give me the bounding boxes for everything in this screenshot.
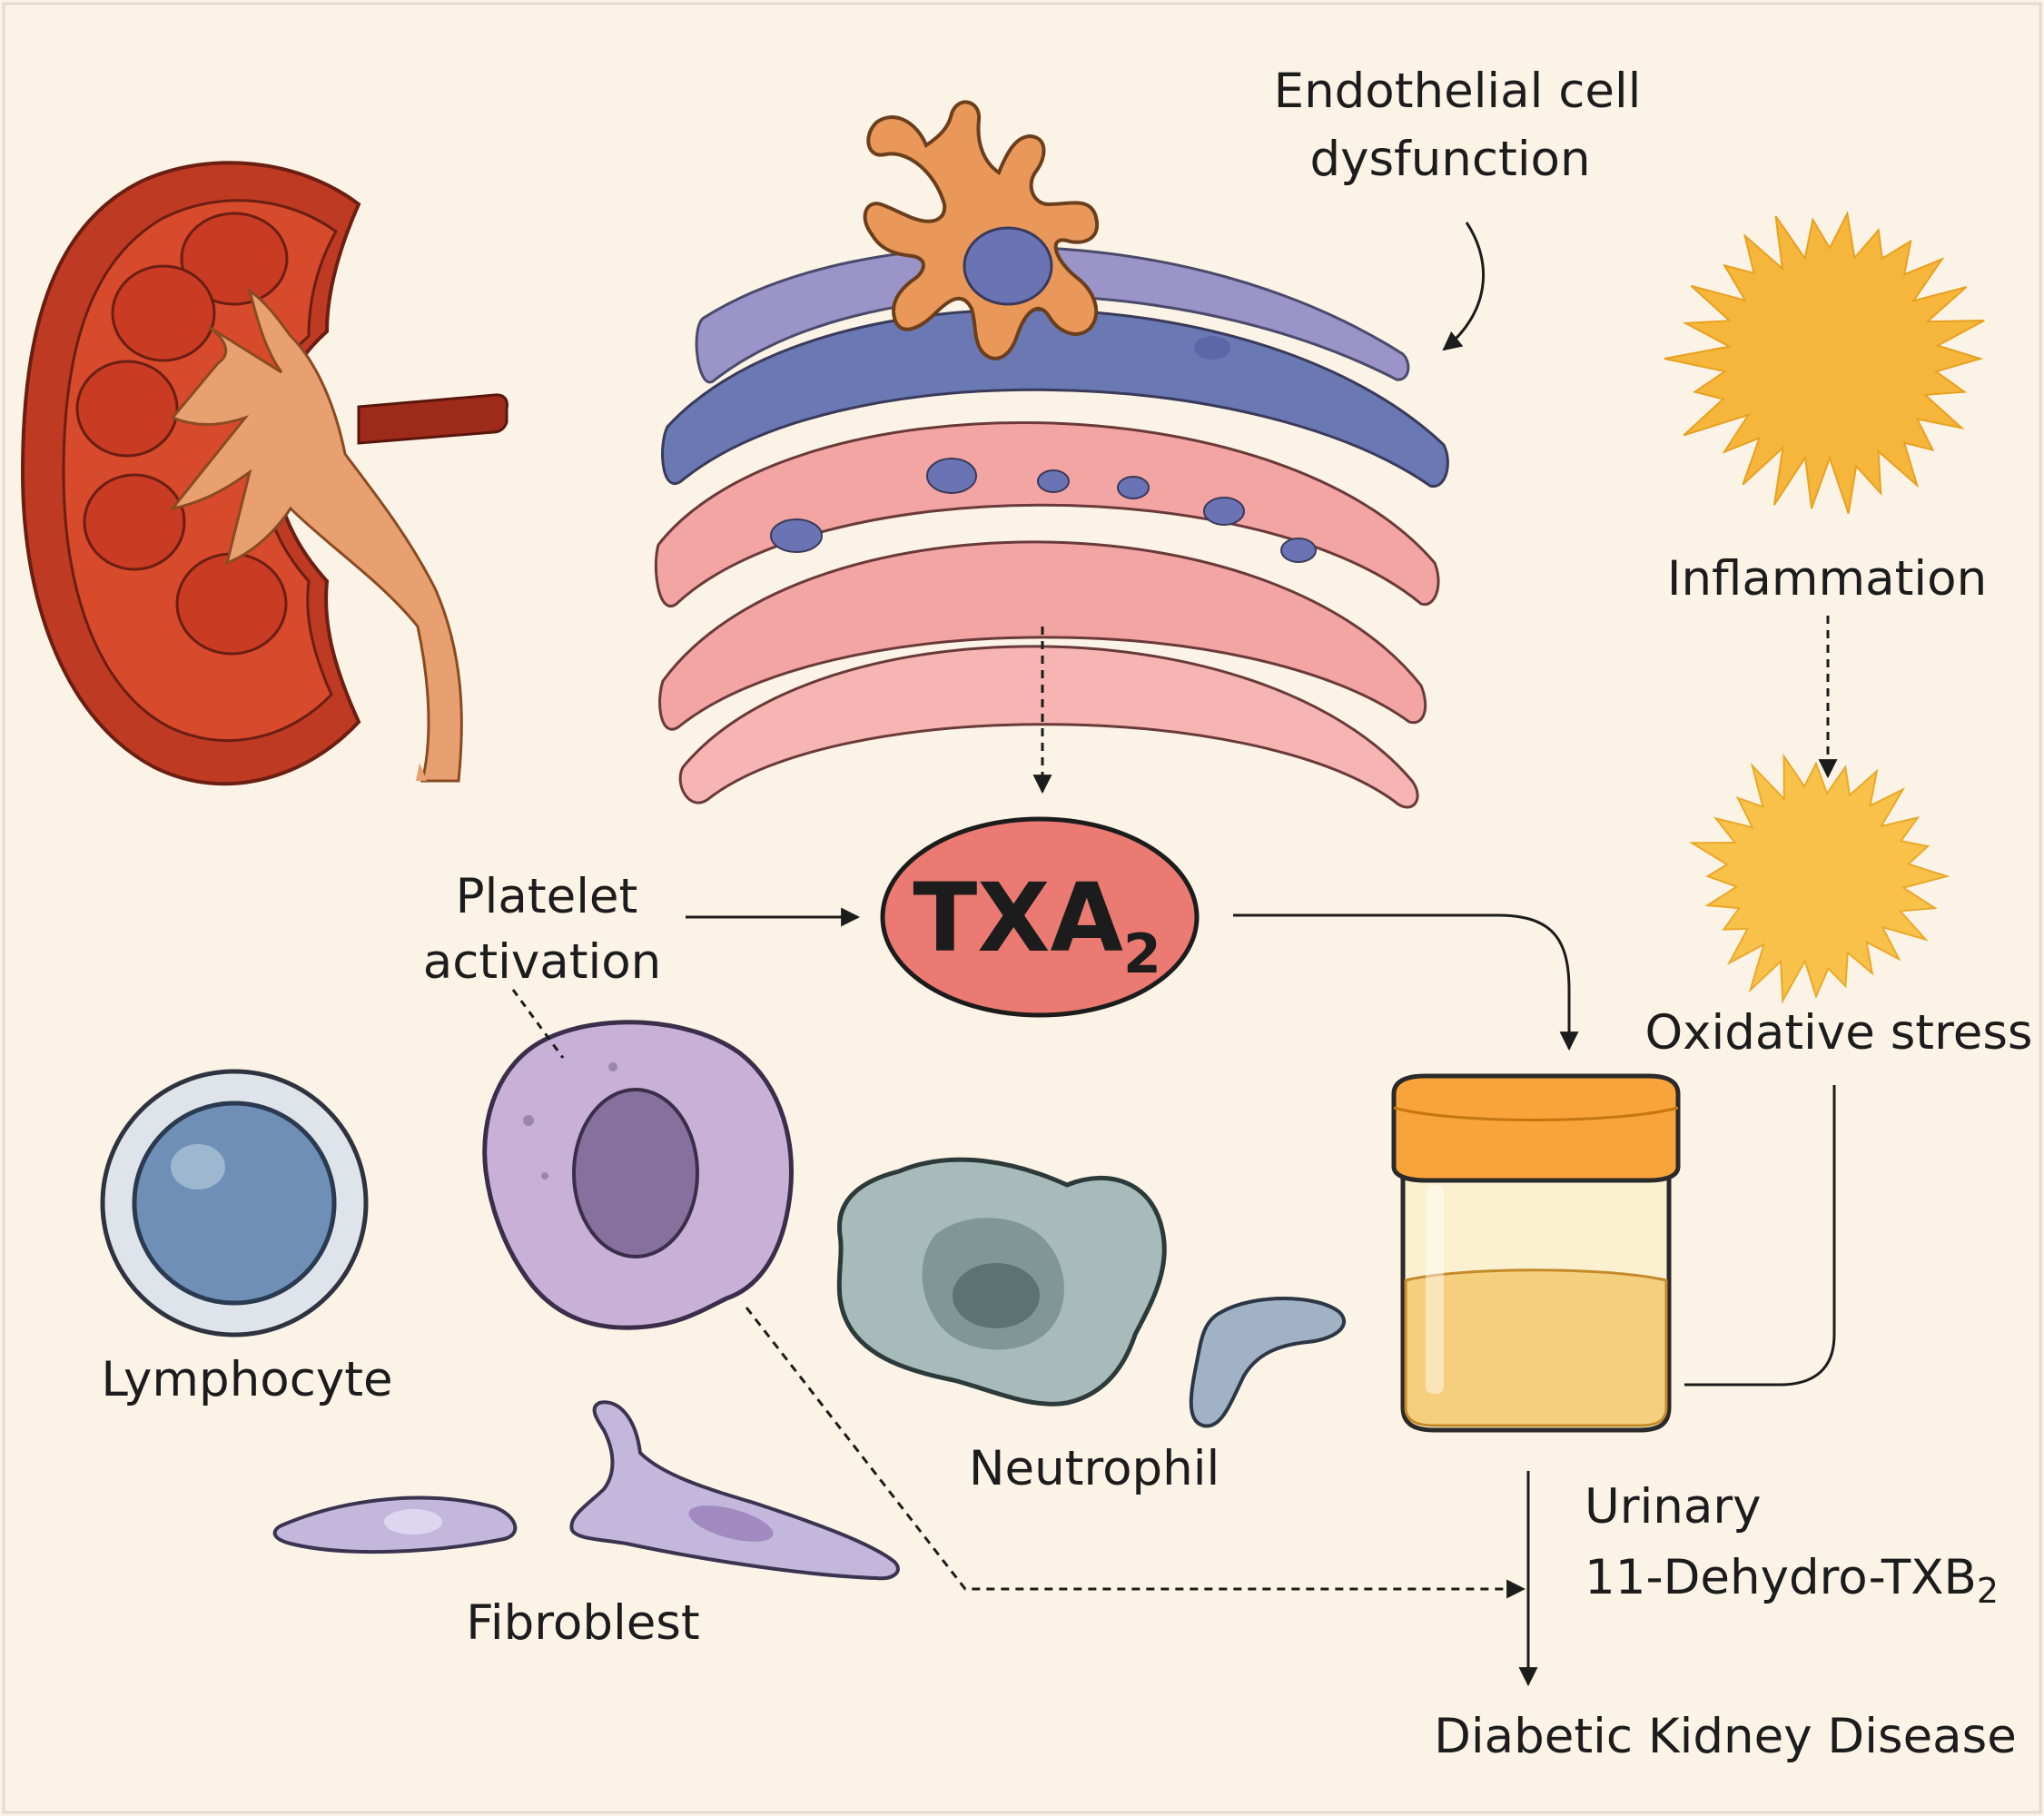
txa2-node bbox=[880, 816, 1200, 1018]
connector-oxidative-to-jar bbox=[1684, 1085, 1836, 1387]
label-lymphocyte: Lymphocyte bbox=[101, 1352, 392, 1407]
arrow-cell-to-pathway bbox=[745, 1307, 1526, 1599]
renal-artery bbox=[357, 393, 509, 445]
label-oxidative-stress: Oxidative stress bbox=[1644, 1005, 2032, 1061]
arrow-label-to-vessel bbox=[1442, 222, 1485, 351]
small-cell-icon bbox=[1189, 1297, 1347, 1428]
kidney-icon bbox=[20, 161, 509, 786]
label-urinary-line2: 11-Dehydro-TXB2 bbox=[1585, 1550, 1999, 1611]
label-diabetic-kidney-disease: Diabetic Kidney Disease bbox=[1434, 1709, 2017, 1764]
inflammation-icon bbox=[1664, 210, 1985, 514]
txa2-label: TXA2 bbox=[913, 863, 1160, 986]
label-platelet-line1: Platelet bbox=[456, 869, 638, 924]
txa2-main-text: TXA bbox=[913, 863, 1123, 973]
activated-platelet-icon bbox=[863, 100, 1100, 360]
arrow-txa2-to-jar bbox=[1233, 913, 1579, 1051]
urinary-subscript: 2 bbox=[1977, 1571, 1999, 1611]
fibroblast-icon bbox=[272, 1400, 900, 1581]
label-neutrophil: Neutrophil bbox=[969, 1441, 1219, 1496]
label-fibroblast: Fibroblest bbox=[466, 1595, 699, 1651]
neutrophil-icon bbox=[836, 1157, 1167, 1406]
label-platelet-line2: activation bbox=[423, 934, 662, 990]
lymphocyte-icon bbox=[100, 1069, 369, 1337]
oxidative-stress-icon bbox=[1688, 753, 1950, 1004]
urine-jar-icon bbox=[1391, 1073, 1681, 1433]
connector-label-to-cell bbox=[511, 989, 565, 1059]
label-endothelial-line2: dysfunction bbox=[1309, 132, 1590, 187]
macrophage-icon bbox=[482, 1020, 794, 1330]
txa2-subscript: 2 bbox=[1123, 923, 1161, 986]
label-endothelial-line1: Endothelial cell bbox=[1274, 64, 1642, 119]
label-urinary-line1: Urinary bbox=[1585, 1479, 1762, 1535]
vessel-wall-icon bbox=[654, 245, 1449, 809]
urinary-main-text: 11-Dehydro-TXB bbox=[1585, 1550, 1977, 1605]
label-inflammation: Inflammation bbox=[1667, 551, 1987, 607]
